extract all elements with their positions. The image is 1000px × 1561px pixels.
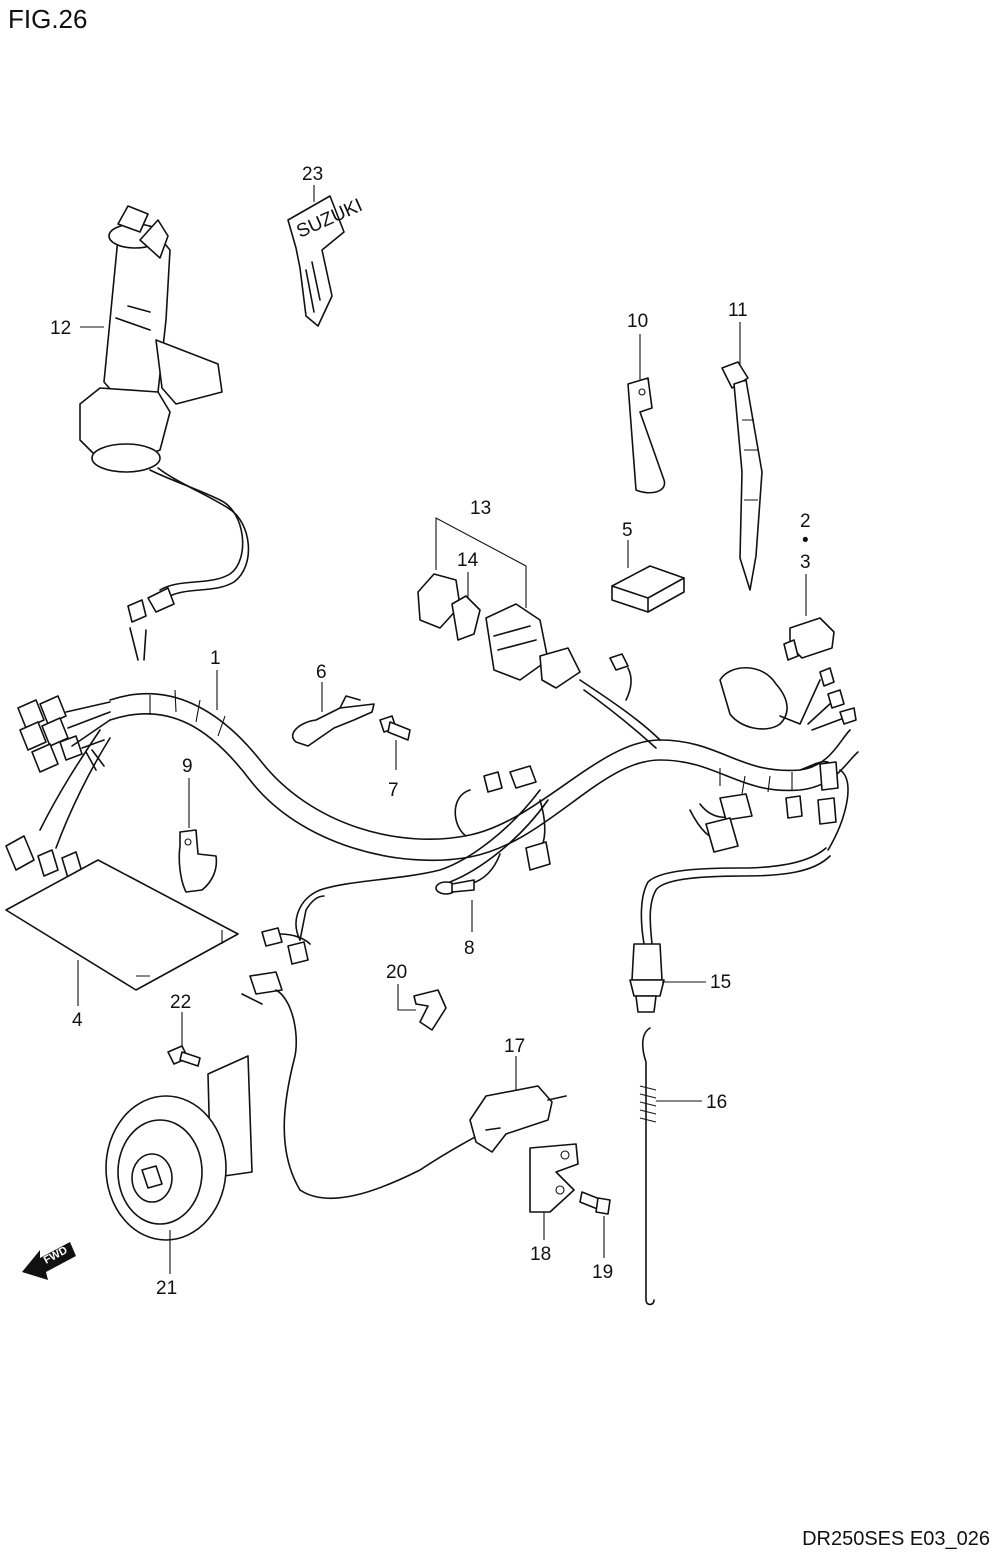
callout-4: 4 — [72, 1010, 83, 1031]
callout-2-3-separator: • — [802, 530, 809, 551]
part-8-ground-lead[interactable] — [435, 853, 501, 895]
callout-23: 23 — [302, 164, 323, 185]
figure-title: FIG.26 — [8, 4, 88, 34]
part-21-horn[interactable] — [105, 1055, 253, 1241]
callout-9: 9 — [182, 756, 193, 777]
part-12-ignition-switch[interactable] — [79, 205, 223, 473]
part-23-key[interactable]: SUZUKI — [287, 195, 366, 327]
part-7-screw[interactable] — [379, 715, 411, 741]
callout-1: 1 — [210, 648, 221, 669]
part-9-clamp[interactable] — [178, 829, 218, 893]
part-16-spring-rod[interactable] — [639, 1027, 657, 1306]
part-20-clamp[interactable] — [413, 989, 447, 1031]
part-5-cushion[interactable] — [611, 565, 685, 613]
part-15-switch[interactable] — [629, 847, 831, 1013]
callout-22: 22 — [170, 992, 191, 1013]
callout-5: 5 — [622, 520, 633, 541]
callout-18: 18 — [530, 1244, 551, 1265]
callout-7: 7 — [388, 780, 399, 801]
callout-2: 2 — [800, 511, 811, 532]
callout-10: 10 — [627, 311, 648, 332]
part-17-rear-brake-switch[interactable] — [469, 1085, 567, 1153]
callout-21: 21 — [156, 1278, 177, 1299]
part-18-bracket[interactable] — [529, 1143, 579, 1213]
callout-8: 8 — [464, 938, 475, 959]
callout-3: 3 — [800, 552, 811, 573]
part-19-screw[interactable] — [579, 1191, 611, 1215]
part-6-clamp[interactable] — [291, 695, 375, 747]
callout-6: 6 — [316, 662, 327, 683]
callout-16: 16 — [706, 1092, 727, 1113]
callout-19: 19 — [592, 1262, 613, 1283]
fwd-arrow-icon: FWD — [22, 1242, 76, 1280]
part-1-wiring-harness[interactable] — [5, 653, 859, 941]
part-4-plate[interactable] — [5, 859, 239, 991]
callout-11: 11 — [728, 300, 748, 321]
callout-12: 12 — [50, 318, 71, 339]
part-11-cable-tie[interactable] — [721, 361, 763, 591]
part-13-coupler-set[interactable] — [417, 573, 581, 689]
callout-20: 20 — [386, 962, 407, 983]
callout-17: 17 — [504, 1036, 525, 1057]
callout-13: 13 — [470, 498, 491, 519]
part-22-bolt[interactable] — [167, 1045, 201, 1067]
callout-14: 14 — [457, 550, 479, 571]
drawing-code: DR250SES E03_026 — [802, 1528, 990, 1550]
part-3-cap[interactable] — [783, 617, 835, 661]
part-10-clamp[interactable] — [627, 377, 666, 494]
callout-15: 15 — [710, 972, 731, 993]
